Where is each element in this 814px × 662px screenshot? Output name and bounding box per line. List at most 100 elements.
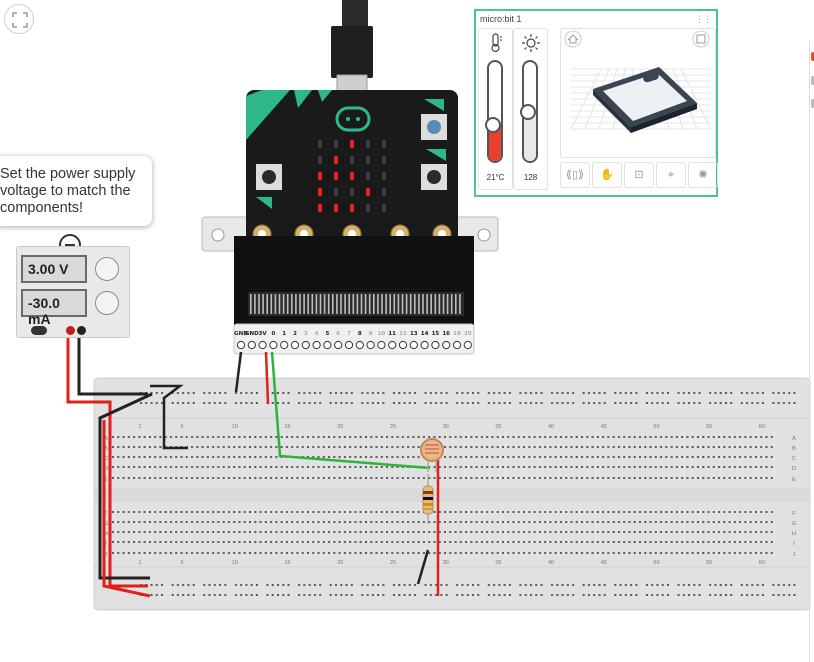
photoresistor[interactable] xyxy=(420,438,444,472)
home-icon[interactable] xyxy=(564,30,582,48)
temperature-thumb[interactable] xyxy=(485,116,501,133)
power-supply[interactable]: 3.00 V -30.0 mA xyxy=(16,246,130,338)
gesture-tilt-left[interactable]: ✋ xyxy=(592,162,622,188)
row-letter: J xyxy=(793,552,796,558)
led-1-4 xyxy=(382,156,386,164)
voltage-knob[interactable] xyxy=(95,257,119,281)
header-pin[interactable] xyxy=(269,340,278,350)
pin-label: 16 xyxy=(442,331,450,337)
column-number: 45 xyxy=(601,560,607,566)
led-1-0 xyxy=(318,156,322,164)
header-pin[interactable] xyxy=(366,340,375,350)
wire-green[interactable] xyxy=(270,351,431,470)
header-pin[interactable] xyxy=(280,340,289,350)
fullscreen-button[interactable] xyxy=(4,4,34,34)
column-number: 50 xyxy=(653,424,659,430)
gesture-face-up[interactable]: ⌖ xyxy=(656,162,686,188)
header-pin[interactable] xyxy=(258,340,267,350)
row-letter: F xyxy=(104,511,108,517)
wire-black[interactable] xyxy=(150,384,188,450)
positive-terminal[interactable] xyxy=(66,326,75,335)
row-letter: A xyxy=(792,436,796,442)
pin-label: 12 xyxy=(399,331,407,337)
led-0-4 xyxy=(382,140,386,148)
status-dot xyxy=(811,52,814,61)
resistor[interactable] xyxy=(422,474,434,524)
header-pin[interactable] xyxy=(442,340,451,350)
led-0-2 xyxy=(350,140,354,148)
header-pin[interactable] xyxy=(409,340,418,350)
column-number: 30 xyxy=(443,424,449,430)
pin-label: 13 xyxy=(410,331,418,337)
wire-black[interactable] xyxy=(234,351,243,393)
wire-red[interactable] xyxy=(66,330,148,588)
header-pin[interactable] xyxy=(312,340,321,350)
mount-hole xyxy=(211,228,225,242)
led-1-2 xyxy=(350,156,354,164)
led-3-1 xyxy=(334,188,338,196)
led-4-0 xyxy=(318,204,322,212)
row-letter: G xyxy=(104,521,108,527)
gesture-freefall[interactable]: ✺ xyxy=(688,162,718,188)
pin-label: 6 xyxy=(336,331,340,337)
column-number: 1 xyxy=(138,560,141,566)
column-number: 1 xyxy=(138,424,141,430)
pin-label: 1 xyxy=(282,331,286,337)
led-3-4 xyxy=(382,188,386,196)
led-1-1 xyxy=(334,156,338,164)
wire-black[interactable] xyxy=(77,330,148,396)
negative-terminal[interactable] xyxy=(77,326,86,335)
column-number: 45 xyxy=(601,424,607,430)
row-letter: B xyxy=(792,446,796,452)
header-pin[interactable] xyxy=(388,340,397,350)
wire-black[interactable] xyxy=(416,549,430,585)
gesture-tilt-right[interactable]: ⊡ xyxy=(624,162,654,188)
column-number: 15 xyxy=(284,424,290,430)
wire-red[interactable] xyxy=(102,420,151,598)
current-knob[interactable] xyxy=(95,291,119,315)
temperature-slider[interactable] xyxy=(487,60,503,163)
led-4-2 xyxy=(350,204,354,212)
header-pin[interactable] xyxy=(420,340,429,350)
header-pin[interactable] xyxy=(452,340,462,350)
wire-black[interactable] xyxy=(98,392,153,580)
led-0-1 xyxy=(334,140,338,148)
voltage-display: 3.00 V xyxy=(21,255,87,283)
orientation-view[interactable] xyxy=(560,28,716,158)
fullscreen-icon xyxy=(12,12,28,28)
wire-red[interactable] xyxy=(264,351,270,405)
column-number: 15 xyxy=(284,560,290,566)
power-switch[interactable] xyxy=(31,326,47,335)
header-pin[interactable] xyxy=(290,340,300,350)
header-pin[interactable] xyxy=(236,340,246,350)
row-letter: C xyxy=(104,456,108,462)
header-pin[interactable] xyxy=(323,340,332,350)
current-display: -30.0 mA xyxy=(21,289,87,327)
header-pin[interactable] xyxy=(355,340,364,350)
row-letter: E xyxy=(104,477,108,483)
gesture-shake[interactable]: ⟪▯⟫ xyxy=(560,162,590,188)
pin-label: 3V xyxy=(259,331,268,337)
led-2-1 xyxy=(334,172,338,180)
pin-label: 2 xyxy=(293,331,297,337)
header-pin[interactable] xyxy=(334,340,343,350)
rotate-icon[interactable] xyxy=(692,30,710,48)
header-pin[interactable] xyxy=(301,340,310,350)
column-number: 55 xyxy=(706,424,712,430)
header-pin[interactable] xyxy=(463,340,472,350)
led-3-2 xyxy=(350,188,354,196)
pin-label: 14 xyxy=(421,331,429,337)
drag-handle[interactable]: ⋮⋮ xyxy=(695,14,712,24)
header-pin[interactable] xyxy=(398,340,408,350)
led-2-2 xyxy=(350,172,354,180)
header-pin[interactable] xyxy=(247,340,256,350)
light-thumb[interactable] xyxy=(520,103,536,120)
header-pin[interactable] xyxy=(431,340,440,350)
microbit-sim-panel[interactable]: micro:bit 1 ⋮⋮ 21°C 128 xyxy=(474,9,718,197)
sun-icon xyxy=(522,34,540,52)
column-number: 60 xyxy=(759,560,765,566)
header-pin[interactable] xyxy=(344,340,354,350)
header-pin[interactable] xyxy=(377,340,386,350)
